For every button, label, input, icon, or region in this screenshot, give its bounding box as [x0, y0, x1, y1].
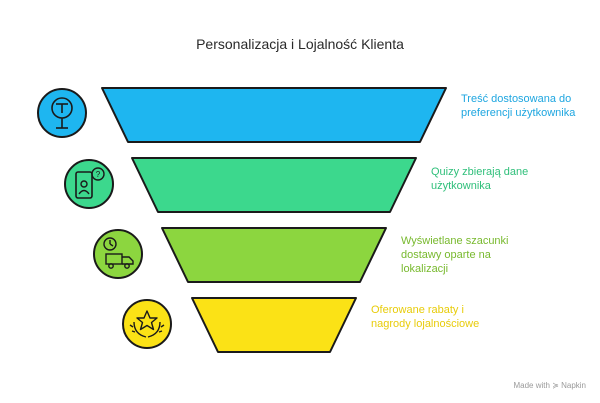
stage-2-label-line-2: użytkownika — [431, 180, 491, 192]
stage-3-label-line-1: Wyświetlane szacunki — [401, 235, 509, 247]
stage-1-label: Treść dostosowana do preferencji użytkow… — [461, 92, 575, 120]
stage-4-label-line-2: nagrody lojalnościowe — [371, 318, 480, 330]
magnifier-icon — [37, 88, 87, 138]
stage-3-label-line-3: lokalizacji — [401, 263, 449, 275]
napkin-watermark: Made with ≽ Napkin — [513, 381, 586, 390]
stage-3-label: Wyświetlane szacunki dostawy oparte na l… — [401, 234, 509, 276]
delivery-truck-clock-icon — [93, 229, 143, 279]
stage-1-label-line-1: Treść dostosowana do — [461, 93, 572, 105]
funnel-stage-1 — [101, 87, 447, 143]
diagram-title: Personalizacja i Lojalność Klienta — [196, 36, 404, 52]
phone-quiz-icon: ? — [64, 159, 114, 209]
svg-text:?: ? — [96, 170, 101, 179]
stage-4-label-line-1: Oferowane rabaty i — [371, 304, 464, 316]
stage-2-label-line-1: Quizy zbierają dane — [431, 166, 529, 178]
star-laurel-icon — [122, 299, 172, 349]
funnel-stage-2 — [131, 157, 417, 213]
funnel-stage-3 — [161, 227, 387, 283]
stage-3-label-line-2: dostawy oparte na — [401, 249, 491, 261]
stage-1-label-line-2: preferencji użytkownika — [461, 107, 576, 119]
stage-4-label: Oferowane rabaty i nagrody lojalnościowe — [371, 303, 479, 331]
stage-2-label: Quizy zbierają dane użytkownika — [431, 165, 528, 193]
funnel-stage-4 — [191, 297, 357, 353]
